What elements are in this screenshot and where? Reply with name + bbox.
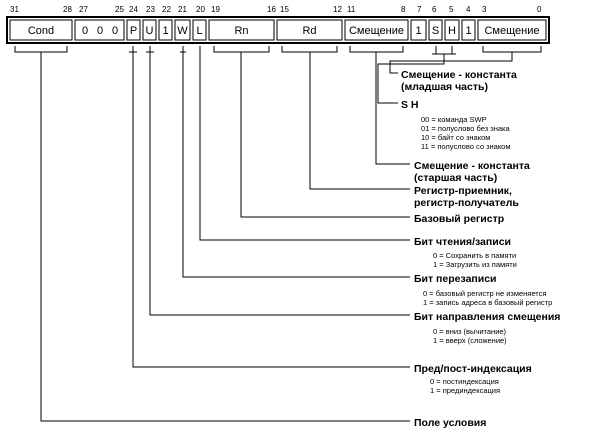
bit-number-11: 11 (347, 5, 356, 14)
field-one-7-cell (410, 19, 427, 41)
bit-number-23: 23 (146, 5, 155, 14)
field-h: H (448, 25, 456, 37)
bit-number-27: 27 (79, 5, 88, 14)
offset-hi-bracket (349, 46, 404, 53)
bit-number-15: 15 (280, 5, 289, 14)
connector-lines (14, 46, 542, 422)
bit-number-22: 22 (162, 5, 171, 14)
l-connector (199, 46, 410, 241)
l-desc-1: 1 = Загрузить из памяти (433, 260, 517, 269)
rn-title: Базовый регистр (414, 213, 504, 225)
w-title: Бит перезаписи (414, 273, 497, 285)
field-w-cell (174, 19, 191, 41)
p-desc-1: 1 = прединдексация (430, 386, 500, 395)
rd-title: Регистр-приемник, (414, 185, 512, 197)
bit-number-7: 7 (417, 5, 422, 14)
offset-lo-subtitle: (младшая часть) (401, 81, 488, 93)
field-p-cell (126, 19, 141, 41)
field-one-4-cell (461, 19, 476, 41)
field-zero-25: 0 (112, 25, 118, 37)
bit-fields: Cond 0 0 0 P U 1 W L Rn Rd Смещение 1 S … (9, 19, 547, 41)
bit-number-19: 19 (211, 5, 220, 14)
field-offset-hi-cell (344, 19, 409, 41)
sh-title: S H (401, 99, 419, 111)
field-one-22-cell (158, 19, 173, 41)
rn-bracket (213, 46, 270, 53)
bit-number-31: 31 (10, 5, 19, 14)
offset-hi-title: Смещение - константа (414, 160, 530, 172)
bit-number-4: 4 (466, 5, 471, 14)
l-desc-0: 0 = Сохранить в памяти (433, 251, 516, 260)
p-title: Пред/пост-индексация (414, 363, 532, 375)
bit-number-12: 12 (333, 5, 342, 14)
field-l: L (196, 25, 202, 37)
field-rd-cell (276, 19, 343, 41)
sh-desc-10: 10 = байт со знаком (421, 133, 490, 142)
offset-lo-bracket (482, 46, 542, 53)
field-zero-27: 0 (82, 25, 88, 37)
field-u-cell (142, 19, 157, 41)
bit-number-6: 6 (432, 5, 437, 14)
sh-desc-00: 00 = команда SWP (421, 115, 487, 124)
field-offset-lo: Смещение (484, 25, 539, 37)
cond-title: Поле условия (414, 417, 486, 429)
field-cond: Cond (28, 25, 54, 37)
field-one-7: 1 (415, 25, 421, 37)
offset-lo-connector (389, 52, 513, 74)
field-rn: Rn (234, 25, 248, 37)
bit-number-5: 5 (449, 5, 454, 14)
field-s-cell (428, 19, 443, 41)
sh-desc-11: 11 = полуслово со знаком (421, 142, 511, 151)
field-one-22: 1 (162, 25, 168, 37)
field-cond-cell (9, 19, 73, 41)
offset-hi-connector (375, 52, 410, 165)
offset-hi-subtitle: (старшая часть) (414, 172, 497, 184)
sh-desc-01: 01 = полуслово без знака (421, 124, 510, 133)
field-offset-lo-cell (477, 19, 547, 41)
bit-number-8: 8 (401, 5, 406, 14)
field-one-4: 1 (465, 25, 471, 37)
field-rd: Rd (302, 25, 316, 37)
field-zero-26: 0 (97, 25, 103, 37)
bit-number-16: 16 (267, 5, 276, 14)
w-desc-0: 0 = базовый регистр не изменяется (423, 289, 546, 298)
field-rn-cell (208, 19, 275, 41)
p-desc-0: 0 = постиндексация (430, 377, 499, 386)
bit-number-3: 3 (482, 5, 487, 14)
field-s: S (432, 25, 439, 37)
p-connector (132, 52, 410, 368)
w-desc-1: 1 = запись адреса в базовый регистр (423, 298, 552, 307)
bit-number-28: 28 (63, 5, 72, 14)
u-title: Бит направления смещения (414, 311, 560, 323)
bit-number-0: 0 (537, 5, 542, 14)
rd-subtitle: регистр-получатель (414, 197, 519, 209)
u-connector (149, 52, 410, 316)
bit-number-20: 20 (196, 5, 205, 14)
bit-number-24: 24 (129, 5, 138, 14)
field-zeros-cell (74, 19, 125, 41)
sh-connector (377, 54, 445, 104)
u-desc-0: 0 = вниз (вычитание) (433, 327, 507, 336)
cond-connector (40, 52, 410, 422)
l-title: Бит чтения/записи (414, 236, 511, 248)
w-connector (182, 52, 410, 278)
bit-number-25: 25 (115, 5, 124, 14)
offset-lo-title: Смещение - константа (401, 69, 517, 81)
u-desc-1: 1 = вверх (сложение) (433, 336, 507, 345)
bit-number-21: 21 (178, 5, 187, 14)
field-w: W (177, 25, 188, 37)
field-p: P (130, 25, 137, 37)
bit-number-row: 31 28 27 25 24 23 22 21 20 19 16 15 12 1… (10, 5, 542, 14)
field-descriptions: Смещение - константа (младшая часть) S H… (401, 69, 560, 429)
rd-connector (309, 52, 410, 190)
rd-bracket (281, 46, 338, 53)
field-l-cell (192, 19, 207, 41)
field-offset-hi: Смещение (349, 25, 404, 37)
rn-connector (240, 52, 410, 218)
field-u: U (146, 25, 154, 37)
cond-bracket (14, 46, 68, 53)
field-h-cell (444, 19, 460, 41)
